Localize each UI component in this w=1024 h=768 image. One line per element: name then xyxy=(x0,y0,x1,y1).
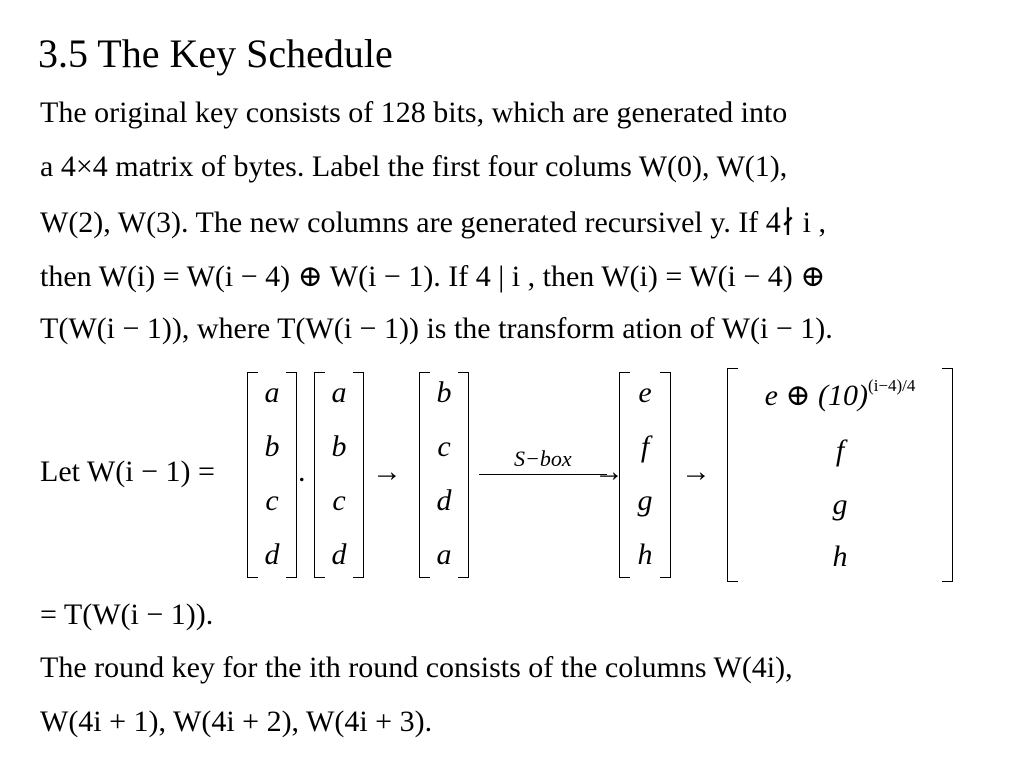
arrow-1: → xyxy=(372,455,402,488)
text-line-6: = T(W(i − 1)). xyxy=(40,598,214,631)
sbox-label: S−box xyxy=(514,446,572,471)
matrix-cell-exponent: (i−4)/4 xyxy=(868,376,916,395)
matrix-2: a b c d xyxy=(314,372,364,578)
matrix-bracket-right xyxy=(942,368,953,582)
arrow-2: → xyxy=(681,455,711,488)
equation-period: . xyxy=(298,455,306,488)
matrix-cell: d xyxy=(264,538,280,571)
text-line-8: W(4i + 1), W(4i + 2), W(4i + 3). xyxy=(40,705,433,738)
matrix-bracket-left xyxy=(314,372,325,578)
matrix-cell: a xyxy=(436,538,452,571)
matrix-4: e f g h xyxy=(619,372,671,578)
matrix-cell: h xyxy=(832,540,848,573)
matrix-bracket-left xyxy=(727,368,738,582)
matrix-cell: a xyxy=(264,376,280,409)
matrix-bracket-right xyxy=(353,372,364,578)
text-line-5: T(W(i − 1)), where T(W(i − 1)) is the tr… xyxy=(40,312,833,345)
matrix-cell: g xyxy=(832,488,848,521)
matrix-cell-first-base: e ⊕ (10) xyxy=(764,379,869,412)
matrix-bracket-left xyxy=(419,372,430,578)
matrix-cell: c xyxy=(332,484,346,517)
matrix-cell: d xyxy=(436,484,452,517)
text-line-1: The original key consists of 128 bits, w… xyxy=(40,96,788,129)
matrix-1: a b c d xyxy=(247,372,297,578)
matrix-bracket-left xyxy=(247,372,258,578)
matrix-cell: e xyxy=(638,376,652,409)
matrix-cell: f xyxy=(640,430,650,463)
matrix-cell: c xyxy=(437,430,451,463)
matrix-cell: d xyxy=(331,538,347,571)
matrix-bracket-left xyxy=(619,372,630,578)
matrix-bracket-right xyxy=(286,372,297,578)
matrix-3: b c d a xyxy=(419,372,469,578)
matrix-cell: h xyxy=(637,538,653,571)
text-line-2: a 4×4 matrix of bytes. Label the first f… xyxy=(40,150,788,183)
matrix-cell: c xyxy=(265,484,279,517)
matrix-cell: b xyxy=(264,430,280,463)
matrix-cell: b xyxy=(331,430,347,463)
text-line-3: W(2), W(3). The new columns are generate… xyxy=(40,206,826,239)
matrix-cell-first: e ⊕ (10)(i−4)/4 xyxy=(727,376,953,413)
matrix-cell: f xyxy=(835,434,845,467)
text-line-7: The round key for the ith round consists… xyxy=(40,651,793,684)
text-line-4: then W(i) = W(i − 4) ⊕ W(i − 1). If 4 | … xyxy=(40,260,826,293)
matrix-cell: b xyxy=(436,376,452,409)
matrix-cell: a xyxy=(331,376,347,409)
matrix-cell: g xyxy=(637,484,653,517)
equation-lhs: Let W(i − 1) = xyxy=(40,455,215,488)
sbox-arrow-shaft xyxy=(479,474,607,475)
matrix-bracket-right xyxy=(458,372,469,578)
slide-title: 3.5 The Key Schedule xyxy=(38,31,393,76)
matrix-bracket-right xyxy=(660,372,671,578)
matrix-5: e ⊕ (10)(i−4)/4 f g h xyxy=(727,368,953,582)
